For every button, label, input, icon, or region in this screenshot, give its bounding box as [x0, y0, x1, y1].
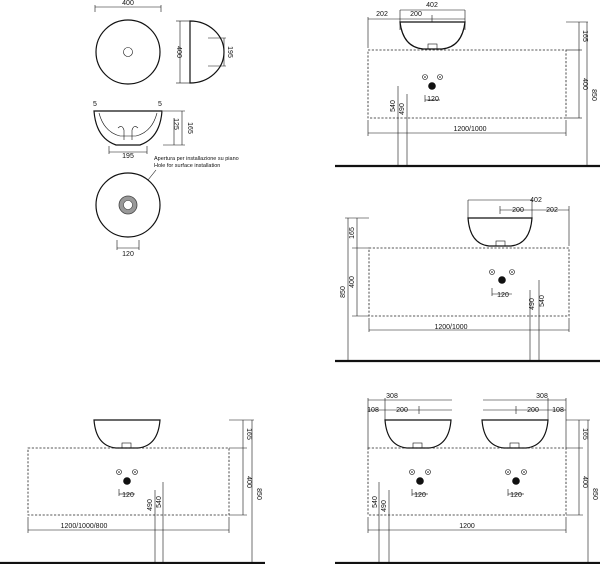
- dim-d-left-width: 308: [386, 393, 398, 400]
- dim-d-centres-left: 120: [414, 492, 426, 499]
- dim-a-490: 490: [399, 103, 406, 115]
- dim-a-basin-half: 200: [410, 11, 422, 18]
- installation-panel-b: 402 200 202 120 490 540 1200/1000 165 40…: [335, 197, 600, 363]
- dim-d-490: 490: [381, 500, 388, 512]
- dim-top-width: 400: [122, 0, 134, 7]
- basin-hole-view: Apertura per installazione su piano Hole…: [95, 156, 239, 258]
- dim-a-centres: 120: [427, 96, 439, 103]
- dim-d-165: 165: [581, 428, 588, 440]
- dim-d-right-offset: 108: [552, 407, 564, 414]
- dim-c-540: 540: [156, 496, 163, 508]
- hole-note-english: Hole for surface installation: [154, 163, 220, 169]
- installation-panel-c: 120 490 540 1200/1000/800 165 400 850: [0, 419, 265, 564]
- dim-b-540: 540: [539, 295, 546, 307]
- dim-c-165: 165: [245, 428, 252, 440]
- dim-b-cabinet-length: 1200/1000: [434, 324, 467, 331]
- dim-b-basin-half: 200: [512, 207, 524, 214]
- dim-c-490: 490: [147, 499, 154, 511]
- dim-c-850: 850: [255, 488, 262, 500]
- dim-c-cabinet-length: 1200/1000/800: [61, 523, 108, 530]
- dim-outlet: 195: [122, 153, 134, 160]
- dim-d-400: 400: [581, 476, 588, 488]
- basin-section-view: 5 5 195 125 165: [93, 101, 193, 160]
- dim-depth-125: 125: [172, 118, 179, 130]
- dim-b-165: 165: [349, 227, 356, 239]
- dim-a-left-offset: 202: [376, 11, 388, 18]
- dim-c-400: 400: [245, 476, 252, 488]
- dim-d-cabinet-length: 1200: [459, 523, 475, 530]
- dim-hole-diameter: 120: [122, 251, 134, 258]
- hole-note-italian: Apertura per installazione su piano: [154, 156, 239, 162]
- dim-d-centres-right: 120: [510, 492, 522, 499]
- dim-a-540: 540: [390, 100, 397, 112]
- dim-b-490: 490: [529, 298, 536, 310]
- installation-panel-a: 402 202 200 120 540 490 1200/1000 165 40…: [335, 2, 600, 168]
- dim-a-basin-width: 402: [426, 2, 438, 9]
- dim-a-850: 850: [590, 89, 597, 101]
- dim-d-right-width: 308: [536, 393, 548, 400]
- basin-top-view: 400: [94, 0, 162, 85]
- dim-c-centres: 120: [122, 492, 134, 499]
- dim-d-left-offset: 108: [367, 407, 379, 414]
- dim-d-540: 540: [372, 496, 379, 508]
- dim-b-850: 850: [340, 286, 347, 298]
- installation-panel-d: 308 108 200 308 200 108 120 120 540 490: [335, 393, 600, 564]
- dim-b-basin-width: 402: [530, 197, 542, 204]
- dim-rim-left: 5: [93, 101, 97, 108]
- basin-side-view: 400 195: [175, 20, 233, 84]
- dim-rim-right: 5: [158, 101, 162, 108]
- dim-depth-165: 165: [186, 122, 193, 134]
- dim-a-cabinet-length: 1200/1000: [453, 126, 486, 133]
- dim-d-right-half: 200: [527, 407, 539, 414]
- dim-side-height: 400: [175, 46, 182, 58]
- dim-side-depth: 195: [226, 46, 233, 58]
- dim-a-165: 165: [581, 30, 588, 42]
- dim-b-right-offset: 202: [546, 207, 558, 214]
- dim-b-centres: 120: [497, 292, 509, 299]
- dim-b-400: 400: [349, 276, 356, 288]
- dim-d-left-half: 200: [396, 407, 408, 414]
- dim-d-850: 850: [591, 488, 598, 500]
- dim-a-400: 400: [581, 78, 588, 90]
